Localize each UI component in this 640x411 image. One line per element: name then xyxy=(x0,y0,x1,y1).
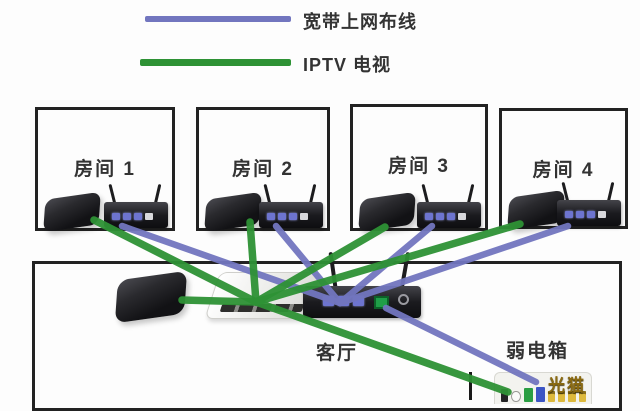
modem-button-icon xyxy=(511,391,521,402)
lan-port xyxy=(587,211,595,218)
router-ports xyxy=(112,213,153,220)
broadband-line-swatch xyxy=(145,16,291,22)
modem-port xyxy=(568,391,576,402)
modem-port xyxy=(578,391,586,402)
broadband-legend-label: 宽带上网布线 xyxy=(303,12,417,32)
router-ports xyxy=(565,211,606,218)
lan-port xyxy=(123,213,131,220)
antenna-icon xyxy=(399,251,411,289)
room-4-wifi-router xyxy=(557,181,621,226)
wan-port xyxy=(458,213,466,220)
lan-port xyxy=(565,211,573,218)
lan-port xyxy=(112,213,120,220)
modem-port xyxy=(523,388,533,402)
modem-port xyxy=(535,387,545,402)
room-1-wifi-router xyxy=(104,183,168,228)
living-room-wifi-router xyxy=(303,251,421,318)
router-ports xyxy=(267,213,308,220)
lan-port xyxy=(289,213,297,220)
weak-current-box-label: 弱电箱 xyxy=(506,341,570,362)
room-3-box: 房间 3 xyxy=(350,104,488,233)
modem-label: 光猫 xyxy=(548,376,586,395)
lan-port xyxy=(323,296,334,306)
lan-port xyxy=(267,213,275,220)
lan-port xyxy=(134,213,142,220)
room-3-wifi-router xyxy=(417,183,481,228)
lan-port xyxy=(353,296,364,306)
lan-port xyxy=(436,213,444,220)
wan-port xyxy=(598,211,606,218)
iptv-legend-label: IPTV 电视 xyxy=(303,55,392,75)
room-3-label: 房间 3 xyxy=(388,156,450,177)
room-4-box: 房间 4 xyxy=(499,108,628,231)
room-2-label: 房间 2 xyxy=(232,159,294,180)
room-1-set-top-box xyxy=(43,191,101,233)
antenna-icon xyxy=(328,251,338,289)
lan-port xyxy=(338,296,349,306)
wan-port xyxy=(374,296,389,309)
modem-port xyxy=(501,389,509,402)
room-2-wifi-router xyxy=(259,183,323,228)
room-2-set-top-box xyxy=(204,191,262,233)
lan-port xyxy=(278,213,286,220)
living-room-label: 客厅 xyxy=(316,343,359,364)
room-2-box: 房间 2 xyxy=(196,107,330,233)
room-1-box: 房间 1 xyxy=(35,107,175,233)
modem-port xyxy=(557,391,566,402)
wan-port xyxy=(300,213,308,220)
lan-port xyxy=(576,211,584,218)
router-ports xyxy=(425,213,466,220)
room-3-set-top-box xyxy=(358,191,416,233)
lan-port xyxy=(447,213,455,220)
room-4-label: 房间 4 xyxy=(532,160,595,181)
router-ports xyxy=(323,296,389,309)
room-1-label: 房间 1 xyxy=(74,159,136,180)
wan-port xyxy=(145,213,153,220)
weak-box-edge-line xyxy=(469,372,472,400)
modem-port xyxy=(547,391,555,402)
lan-port xyxy=(425,213,433,220)
power-button-icon xyxy=(398,294,409,305)
iptv-line-swatch xyxy=(140,59,291,66)
